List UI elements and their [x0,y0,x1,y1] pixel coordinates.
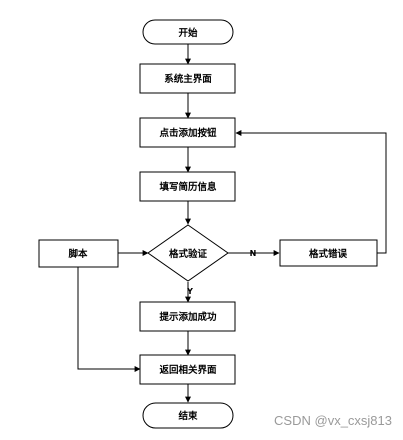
start-node-label: 开始 [178,27,198,39]
connectors [77,44,387,403]
click-add-node: 点击添加按钮 [139,117,236,148]
format-check-node: 格式验证 [147,224,229,282]
edge-label-no: N [250,249,257,258]
return-ui-node-label: 返回相关界面 [159,364,217,376]
script-node-label: 脚本 [68,248,88,260]
prompt-success-node: 提示添加成功 [139,301,236,332]
end-node-label: 结束 [177,410,198,422]
script-node: 脚本 [38,239,119,268]
start-node: 开始 [142,19,234,45]
fill-resume-node: 填写简历信息 [139,171,236,202]
main-ui-node: 系统主界面 [139,63,236,94]
click-add-node-label: 点击添加按钮 [159,127,217,139]
watermark-text: CSDN @vx_cxsj813 [274,413,392,428]
prompt-success-node-label: 提示添加成功 [159,311,217,323]
format-error-node: 格式错误 [279,239,378,267]
fill-resume-node-label: 填写简历信息 [159,181,217,193]
format-check-node-label: 格式验证 [169,248,208,260]
edge-label-yes: Y [186,287,193,296]
format-error-node-label: 格式错误 [309,248,348,260]
main-ui-node-label: 系统主界面 [164,73,212,85]
end-node: 结束 [142,402,234,429]
edge-error-to-click-add [235,130,387,254]
edge-script-to-return [77,267,141,372]
return-ui-node: 返回相关界面 [139,354,236,385]
